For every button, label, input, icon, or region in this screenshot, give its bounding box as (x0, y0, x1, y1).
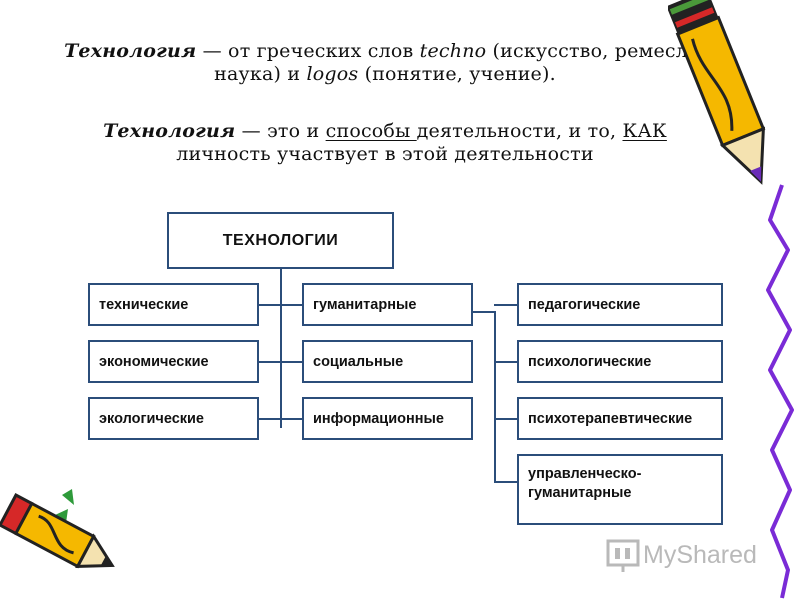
definition-text: (понятие, учение). (358, 63, 556, 85)
underlined-text: способы (325, 120, 417, 142)
pencil-icon (668, 0, 766, 185)
squiggle-decoration (766, 184, 794, 599)
pencil-icon (0, 489, 115, 569)
category-box: экологические (88, 397, 259, 440)
connector-line (280, 268, 282, 428)
greek-word-techno: techno (419, 40, 487, 62)
myshared-logo-icon: MyShared (606, 539, 757, 572)
connector-line (258, 304, 302, 306)
definition-text: — это и (235, 120, 326, 142)
underlined-text: КАК (622, 120, 667, 142)
root-box: ТЕХНОЛОГИИ (167, 212, 394, 269)
category-box: информационные (302, 397, 473, 440)
category-box: психотерапевтические (517, 397, 723, 440)
term-label: Технология (103, 120, 236, 142)
connector-line (494, 304, 518, 306)
category-box: экономические (88, 340, 259, 383)
category-box: педагогические (517, 283, 723, 326)
category-box: психологические (517, 340, 723, 383)
definition-text: (искусство, ремесло, наука) и (214, 40, 706, 85)
definition-text: — от греческих слов (196, 40, 420, 62)
connector-line (258, 418, 302, 420)
category-box: социальные (302, 340, 473, 383)
connector-line (494, 311, 496, 482)
connector-line (494, 418, 518, 420)
connector-line (258, 361, 302, 363)
term-label: Технология (64, 40, 197, 62)
category-box: управленческо- гуманитарные (517, 454, 723, 525)
category-box: технические (88, 283, 259, 326)
greek-word-logos: logos (306, 63, 359, 85)
definition-1: Технология — от греческих слов techno (и… (60, 40, 710, 86)
definition-text: личность участвует в этой деятельности (176, 143, 594, 165)
definition-2: Технология — это и способы деятельности,… (60, 120, 710, 166)
connector-line (494, 481, 518, 483)
definition-text: деятельности, и то, (416, 120, 623, 142)
connector-line (494, 361, 518, 363)
logo-text: MyShared (643, 541, 757, 569)
category-box: гуманитарные (302, 283, 473, 326)
connector-line (473, 311, 495, 313)
